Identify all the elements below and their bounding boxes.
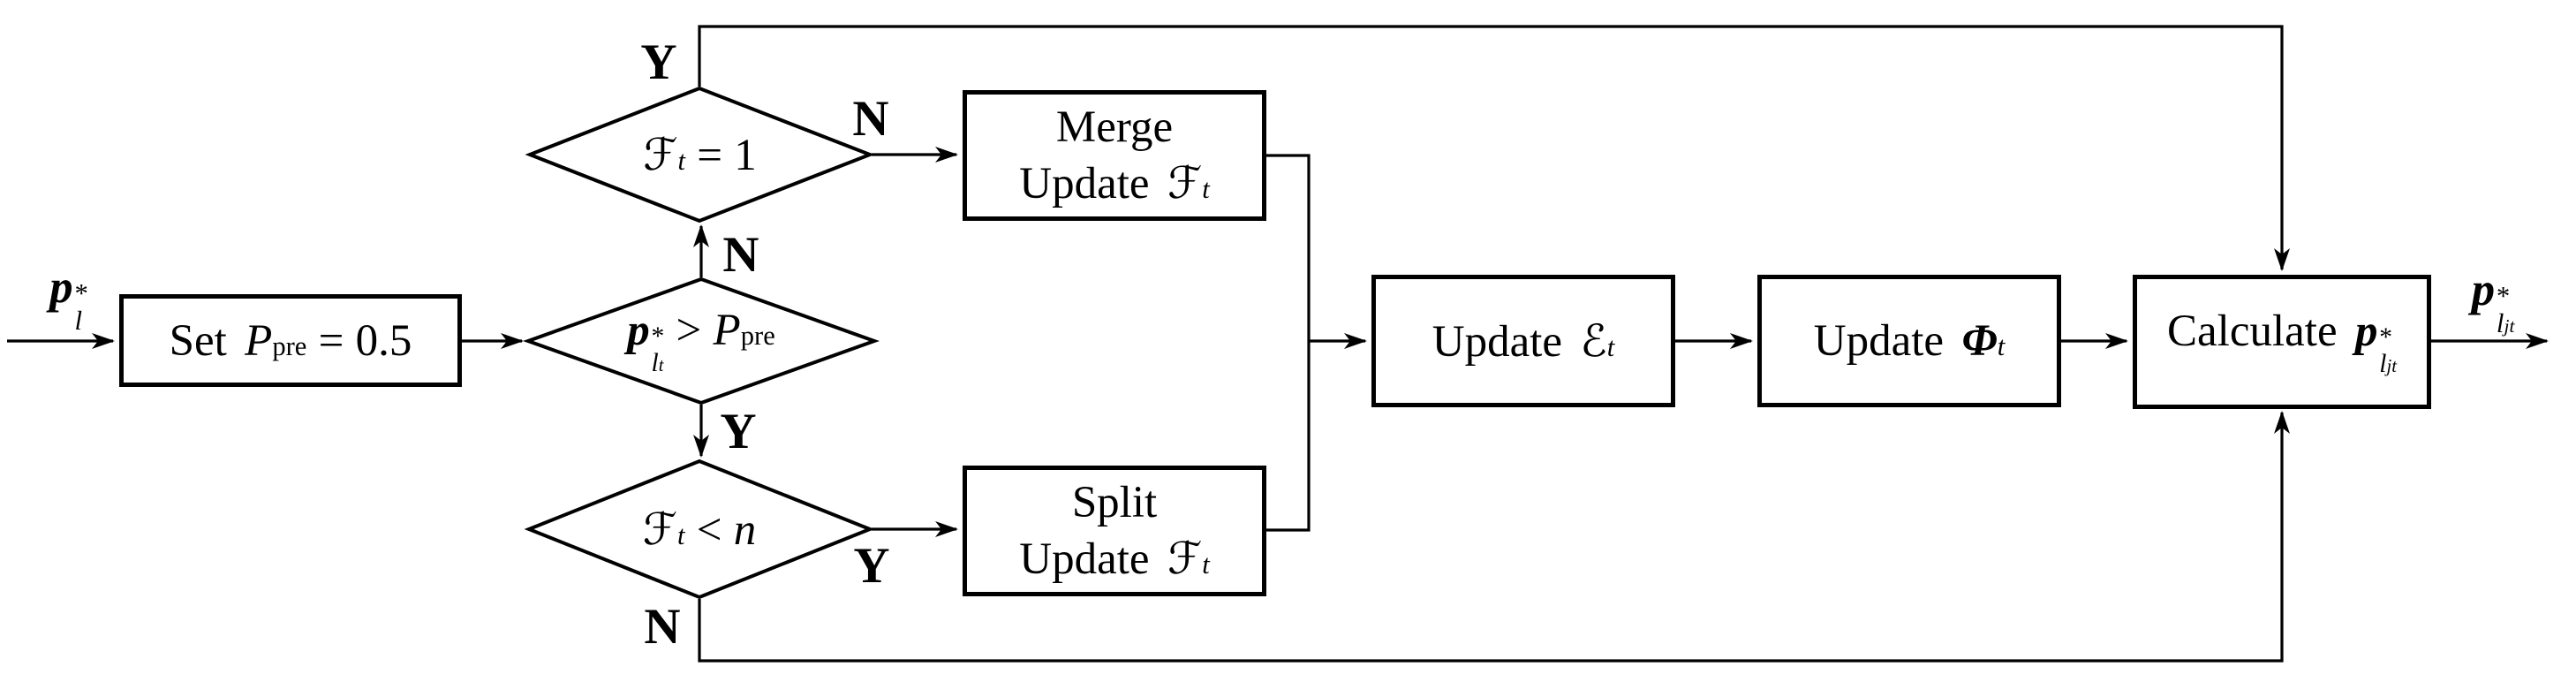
output-label: p*ljt bbox=[2436, 264, 2550, 337]
split-action: Update bbox=[1019, 534, 1150, 584]
calculate-sup: * bbox=[2379, 323, 2393, 352]
diamond-flag-lt bbox=[524, 458, 875, 600]
p-decision-sup: * bbox=[651, 322, 665, 352]
set-value: 0.5 bbox=[355, 315, 412, 366]
set-var: P bbox=[245, 315, 273, 366]
branch-label-flag-eq-no: N bbox=[852, 90, 889, 147]
edge-merge-split-join bbox=[1266, 154, 1311, 532]
calculate-action: Calculate bbox=[2167, 307, 2338, 357]
output-sup: * bbox=[2496, 281, 2511, 312]
flag-eq-op: = bbox=[697, 130, 723, 180]
p-decision-op: > bbox=[676, 306, 702, 356]
p-decision-rhs-sub: pre bbox=[740, 321, 775, 352]
flag-eq-var: ℱ bbox=[643, 128, 678, 180]
diamond-flag-eq bbox=[525, 86, 875, 224]
branch-label-flag-lt-no: N bbox=[644, 598, 681, 655]
merge-flag-sub: t bbox=[1202, 173, 1210, 204]
branch-label-p-yes: Y bbox=[720, 403, 757, 459]
set-op: = bbox=[318, 315, 344, 366]
flag-lt-op: < bbox=[696, 504, 722, 555]
flag-lt-sub: t bbox=[677, 519, 685, 550]
flag-eq-sub: t bbox=[677, 145, 686, 176]
flag-lt-rhs: n bbox=[733, 504, 757, 555]
p-decision-scripts: *lt bbox=[651, 324, 664, 376]
edge-flaglt-no-bottom-loop bbox=[698, 411, 2290, 663]
update-phi-action: Update bbox=[1813, 316, 1945, 366]
output-subsub: jt bbox=[2504, 315, 2515, 337]
merge-title: Merge bbox=[1055, 102, 1174, 153]
calculate-scripts: *ljt bbox=[2379, 325, 2397, 377]
input-sub: l bbox=[74, 306, 83, 336]
calculate-var: p bbox=[2354, 307, 2378, 357]
input-var: p bbox=[49, 261, 73, 314]
branch-label-flag-lt-yes: Y bbox=[853, 537, 890, 594]
diamond-p-decision bbox=[523, 277, 880, 405]
set-word: Set bbox=[169, 315, 227, 366]
update-error-action: Update bbox=[1432, 316, 1563, 367]
input-scripts: *l bbox=[74, 280, 87, 334]
flag-eq-rhs: 1 bbox=[734, 130, 757, 180]
output-var: p bbox=[2471, 264, 2496, 316]
merge-action: Update bbox=[1019, 158, 1150, 208]
flag-lt-var: ℱ bbox=[642, 503, 678, 555]
merge-flag-var: ℱ bbox=[1167, 156, 1203, 208]
p-decision-var: p bbox=[627, 306, 650, 356]
split-flag-var: ℱ bbox=[1167, 532, 1203, 584]
p-decision-subsub: t bbox=[658, 356, 664, 375]
input-sup: * bbox=[74, 278, 88, 309]
calculate-subsub: jt bbox=[2386, 357, 2397, 376]
branch-label-p-no: N bbox=[722, 226, 759, 283]
p-decision-sub: l bbox=[651, 349, 659, 377]
input-label: p*l bbox=[26, 261, 111, 334]
edge-flageq-yes-top-loop bbox=[698, 25, 2290, 271]
output-sub: l bbox=[2496, 308, 2504, 338]
branch-label-flag-eq-yes: Y bbox=[640, 34, 677, 90]
calculate-sub: l bbox=[2379, 350, 2387, 378]
update-phi-var: Φ bbox=[1961, 316, 1998, 366]
split-title: Split bbox=[1071, 478, 1158, 528]
calculate-box: Calculate p*ljt bbox=[2133, 275, 2431, 409]
update-error-sub: t bbox=[1606, 331, 1615, 362]
split-flag-sub: t bbox=[1202, 549, 1210, 580]
set-var-sub: pre bbox=[272, 330, 307, 361]
update-phi-sub: t bbox=[1997, 331, 2006, 361]
update-error-var: ℰ bbox=[1580, 314, 1607, 367]
output-scripts: *ljt bbox=[2497, 283, 2515, 337]
p-decision-rhs: P bbox=[713, 306, 741, 356]
